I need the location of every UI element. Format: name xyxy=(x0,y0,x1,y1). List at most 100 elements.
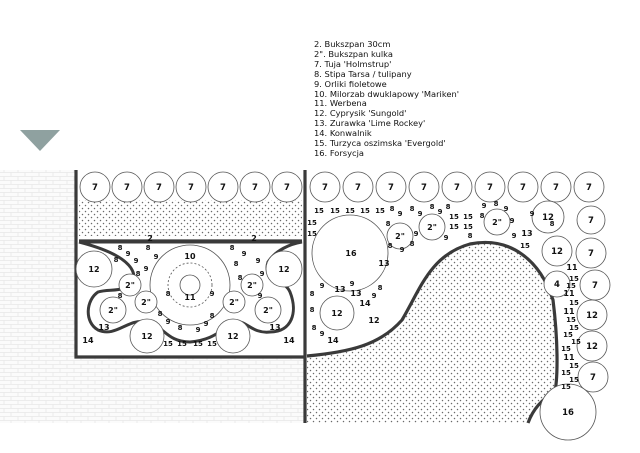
plant-label-thuja: 7 xyxy=(421,183,427,193)
plant-label-small: 9 xyxy=(504,205,509,213)
legend-item: 13. Zurawka 'Lime Rockey' xyxy=(314,118,426,129)
plant-label-small: 8 xyxy=(312,324,317,332)
plant-label-boxwood-ball: 2" xyxy=(263,306,273,315)
plant-label-small: 9 xyxy=(512,232,517,240)
plant-label-small: 8 xyxy=(166,290,171,298)
plant-label-small: 9 xyxy=(196,326,201,334)
plant-label-small: 9 xyxy=(256,257,261,265)
plant-label-ginkgo: 10 xyxy=(184,252,196,261)
plant-label-small: 8 xyxy=(210,312,215,320)
plant-label-carex: 15 xyxy=(314,207,324,215)
plant-label-small: 9 xyxy=(400,246,405,254)
paving-area xyxy=(0,170,76,423)
plant-label-cypress: 12 xyxy=(227,332,238,341)
plant-label-small: 9 xyxy=(154,253,159,261)
plant-label-verbena: 11 xyxy=(563,353,575,362)
plant-label: 12 xyxy=(551,247,563,257)
legend-item: 2". Bukszpan kulka xyxy=(314,48,393,59)
plant-label-small: 9 xyxy=(438,208,443,216)
plant-label-carex: 15 xyxy=(207,340,217,348)
plant-label-small: 9 xyxy=(418,210,423,218)
plant-label: 4 xyxy=(554,280,560,290)
plant-label-lily: 14 xyxy=(359,299,371,308)
left-bed-border xyxy=(74,170,304,359)
plant-label-small: 9 xyxy=(204,320,209,328)
legend-item: 15. Turzyca oszimska 'Evergold' xyxy=(314,138,446,149)
plant-label-small: 8 xyxy=(238,274,243,282)
plant-label-carex: 15 xyxy=(307,219,317,227)
plant-label-carex: 15 xyxy=(163,340,173,348)
plant-label-carex: 15 xyxy=(449,213,459,221)
legend-item: 12. Cyprysik 'Sungold' xyxy=(314,108,407,119)
plant-legend: 2. Bukszpan 30cm 2". Bukszpan kulka 7. T… xyxy=(314,39,459,159)
plant-label-small: 8 xyxy=(114,256,119,264)
plant-label-cypress: 12 xyxy=(278,265,289,274)
legend-item: 14. Konwalnik xyxy=(314,128,372,139)
left-bed-plants xyxy=(75,244,303,354)
plant-label-thuja: 7 xyxy=(124,183,130,193)
plant-label-carex: 15 xyxy=(463,213,473,221)
plant-label-thuja: 7 xyxy=(92,183,98,193)
plant-label-thuja: 7 xyxy=(220,183,226,193)
plant-label-small: 9 xyxy=(444,234,449,242)
plant-label-small: 8 xyxy=(430,203,435,211)
plant-label-thuja: 7 xyxy=(586,183,592,193)
plant-label-small: 8 xyxy=(410,240,415,248)
plant-label-carex: 15 xyxy=(569,299,579,307)
plant-label-small: 9 xyxy=(242,250,247,258)
plant-label-carex: 15 xyxy=(561,369,571,377)
plant-label: 12 xyxy=(542,213,554,223)
right-column-plants xyxy=(531,200,611,441)
plant-label-thuja: 7 xyxy=(355,183,361,193)
plant-label-carex: 15 xyxy=(449,223,459,231)
plant-label-small: 8 xyxy=(178,324,183,332)
plant-label-carex: 15 xyxy=(563,331,573,339)
plant-label-thuja: 7 xyxy=(388,183,394,193)
thuja-row-right xyxy=(309,171,605,203)
plant-label-heuchera: 13 xyxy=(350,289,361,298)
plant-label-small: 8 xyxy=(310,290,315,298)
plant-label-small: 8 xyxy=(390,205,395,213)
legend-item: 2. Bukszpan 30cm xyxy=(314,39,391,49)
plant-label-small: 8 xyxy=(118,292,123,300)
plant-label: 7 xyxy=(588,216,594,226)
plant-label-thuja: 7 xyxy=(553,183,559,193)
plant-label-carex: 15 xyxy=(463,223,473,231)
plant-label-small: 9 xyxy=(350,280,355,288)
plant-label-small: 8 xyxy=(480,212,485,220)
plant-label-boxwood-ball: 2" xyxy=(229,298,239,307)
plant-label-lily: 14 xyxy=(82,336,94,345)
plant-label-small: 8 xyxy=(158,310,163,318)
legend-item: 8. Stipa Tarsa / tulipany xyxy=(314,68,412,79)
plant-label: 7 xyxy=(590,373,596,383)
plant-label-verbena: 11 xyxy=(184,293,196,302)
plant-label: 12 xyxy=(586,311,598,321)
plant-label-forsythia: 16 xyxy=(562,408,574,418)
plant-label-boxwood-ball: 2" xyxy=(395,232,405,241)
plant-label-small: 8 xyxy=(386,220,391,228)
legend-item: 16. Forsycja xyxy=(314,147,364,158)
plant-label: 7 xyxy=(592,281,598,291)
plant-label-carex: 15 xyxy=(360,207,370,215)
plant-label-carex: 15 xyxy=(177,340,187,348)
plant-label-heuchera: 13 xyxy=(98,323,109,332)
plant-label-small: 8 xyxy=(234,260,239,268)
plant-label-small: 8 xyxy=(136,270,141,278)
gravel-lawn-right xyxy=(307,242,558,423)
right-bed-plants xyxy=(311,208,511,331)
plant-label-verbena: 11 xyxy=(563,289,575,298)
plant-label-boxwood-ball: 2" xyxy=(427,223,437,232)
plant-label-carex: 15 xyxy=(566,282,576,290)
paving-area-lower xyxy=(76,357,304,423)
plant-label-small: 8 xyxy=(146,244,151,252)
plant-label-carex: 15 xyxy=(561,345,571,353)
plant-label-carex: 15 xyxy=(569,275,579,283)
plant-label-small: 9 xyxy=(144,265,149,273)
plant-label: 12 xyxy=(586,342,598,352)
plant-label-carex: 15 xyxy=(307,230,317,238)
plant-label-thuja: 7 xyxy=(284,183,290,193)
plant-label-small: 9 xyxy=(126,250,131,258)
plant-label-small: 9 xyxy=(510,217,515,225)
hedge-label: 2 xyxy=(251,234,257,243)
